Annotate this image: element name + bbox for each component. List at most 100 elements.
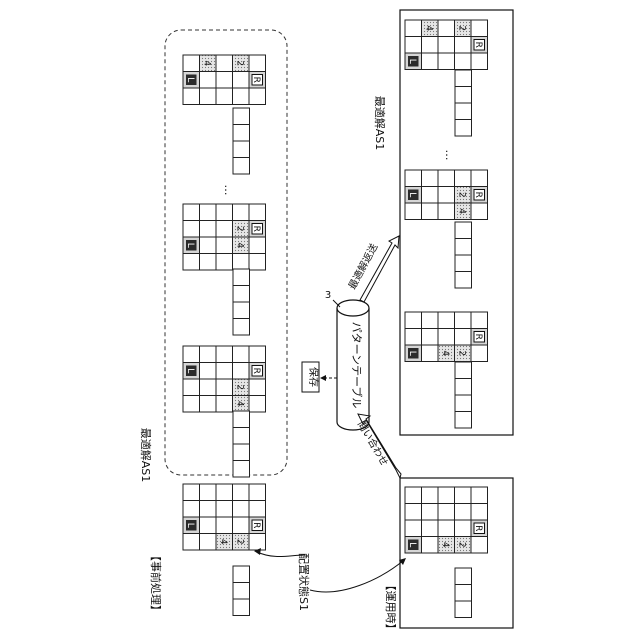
grid-cell — [233, 204, 250, 221]
grid-cell — [183, 88, 200, 105]
marker-2: 2 — [457, 542, 467, 548]
grid-cell — [471, 487, 488, 504]
marker-4: 4 — [235, 401, 245, 407]
grid-cell — [216, 237, 233, 254]
marker-2: 2 — [457, 25, 467, 31]
stack-cell — [233, 444, 250, 461]
grid-cell — [216, 221, 233, 238]
marker-2: 2 — [457, 192, 467, 198]
stack-cell — [455, 70, 472, 87]
stack-cell — [455, 87, 472, 104]
grid-cell — [200, 517, 217, 534]
save-label: 保存 — [307, 367, 320, 387]
optimal-solution-right-label: 最適解AS1 — [373, 96, 387, 151]
grid-cell — [455, 487, 472, 504]
grid-cell — [249, 396, 266, 413]
grid-cell — [183, 501, 200, 518]
stack-cell — [233, 141, 250, 158]
grid-cell — [216, 363, 233, 380]
stack-cell — [455, 255, 472, 272]
marker-L: L — [185, 77, 195, 82]
grid-cell — [183, 55, 200, 72]
marker-2: 2 — [457, 350, 467, 356]
marker-4: 4 — [235, 242, 245, 248]
grid-cell — [438, 20, 455, 37]
reply-label: 最適解返送 — [345, 241, 380, 291]
stack-cell — [455, 239, 472, 256]
grid-cell — [249, 55, 266, 72]
grid-cell — [422, 487, 439, 504]
grid-cell — [438, 487, 455, 504]
grid-cell — [422, 37, 439, 54]
grid-cell — [438, 37, 455, 54]
stack-cell — [455, 120, 472, 137]
grid-cell — [438, 187, 455, 204]
grid-cell — [200, 484, 217, 501]
marker-R: R — [251, 226, 261, 232]
grid-cell — [405, 329, 422, 346]
marker-R: R — [251, 368, 261, 374]
grid-cell — [183, 396, 200, 413]
inquiry-label: 問い合わせ — [355, 418, 391, 468]
grid-cell — [183, 534, 200, 551]
grid-cell — [216, 517, 233, 534]
stack-cell — [455, 103, 472, 120]
marker-4: 4 — [440, 542, 450, 548]
marker-2: 2 — [235, 384, 245, 390]
grid-cell — [216, 379, 233, 396]
grid-cell — [422, 537, 439, 554]
grid-cell — [216, 254, 233, 271]
grid-cell — [200, 237, 217, 254]
marker-2: 2 — [235, 60, 245, 66]
grid-cell — [200, 379, 217, 396]
grid-cell — [471, 170, 488, 187]
grid-cell — [455, 329, 472, 346]
grid-cell — [438, 203, 455, 220]
grid-cell — [422, 312, 439, 329]
grid-cell — [471, 345, 488, 362]
grid-cell — [455, 520, 472, 537]
grid-cell — [249, 88, 266, 105]
grid-cell — [471, 20, 488, 37]
placement-state-label: 配置状態S1 — [297, 553, 311, 611]
grid-cell — [438, 504, 455, 521]
pattern-table-label: パターンテーブル — [350, 322, 364, 409]
stack-cell — [455, 395, 472, 412]
stack-cell — [233, 302, 250, 319]
operation-input-grid: R L 4 2 — [405, 487, 488, 618]
grid-cell — [200, 88, 217, 105]
stack-cell — [455, 412, 472, 429]
stack-cell — [233, 411, 250, 428]
grid-cell — [422, 504, 439, 521]
marker-2: 2 — [235, 539, 245, 545]
preprocess-placement-grid: LR42 — [183, 484, 266, 616]
grid-cell — [200, 72, 217, 89]
grid-cell — [422, 170, 439, 187]
grid-cell — [183, 254, 200, 271]
optimal-solution-left-label: 最適解AS1 — [139, 428, 153, 483]
marker-4: 4 — [218, 539, 228, 545]
grid-cell — [249, 346, 266, 363]
grid-cell — [422, 329, 439, 346]
marker-L: L — [407, 542, 417, 547]
stack-cell — [455, 362, 472, 379]
marker-R: R — [473, 525, 483, 531]
grid-cell — [249, 379, 266, 396]
stack-cell — [233, 125, 250, 142]
grid-cell — [405, 487, 422, 504]
marker-2: 2 — [235, 226, 245, 232]
operation-label: 【運用時】 — [384, 580, 397, 635]
grid-cell — [249, 534, 266, 551]
grid-cell — [216, 55, 233, 72]
grid-cell — [200, 204, 217, 221]
marker-L: L — [407, 192, 417, 197]
marker-L: L — [185, 243, 195, 248]
stack-cell — [233, 286, 250, 303]
grid-cell — [216, 204, 233, 221]
grid-cell — [471, 203, 488, 220]
grid-cell — [233, 72, 250, 89]
stack-cell — [455, 222, 472, 239]
grid-group: LR42LR242RL442LRRL42RL42L2R442RL — [183, 20, 488, 618]
stack-cell — [233, 566, 250, 583]
marker-L: L — [185, 368, 195, 373]
